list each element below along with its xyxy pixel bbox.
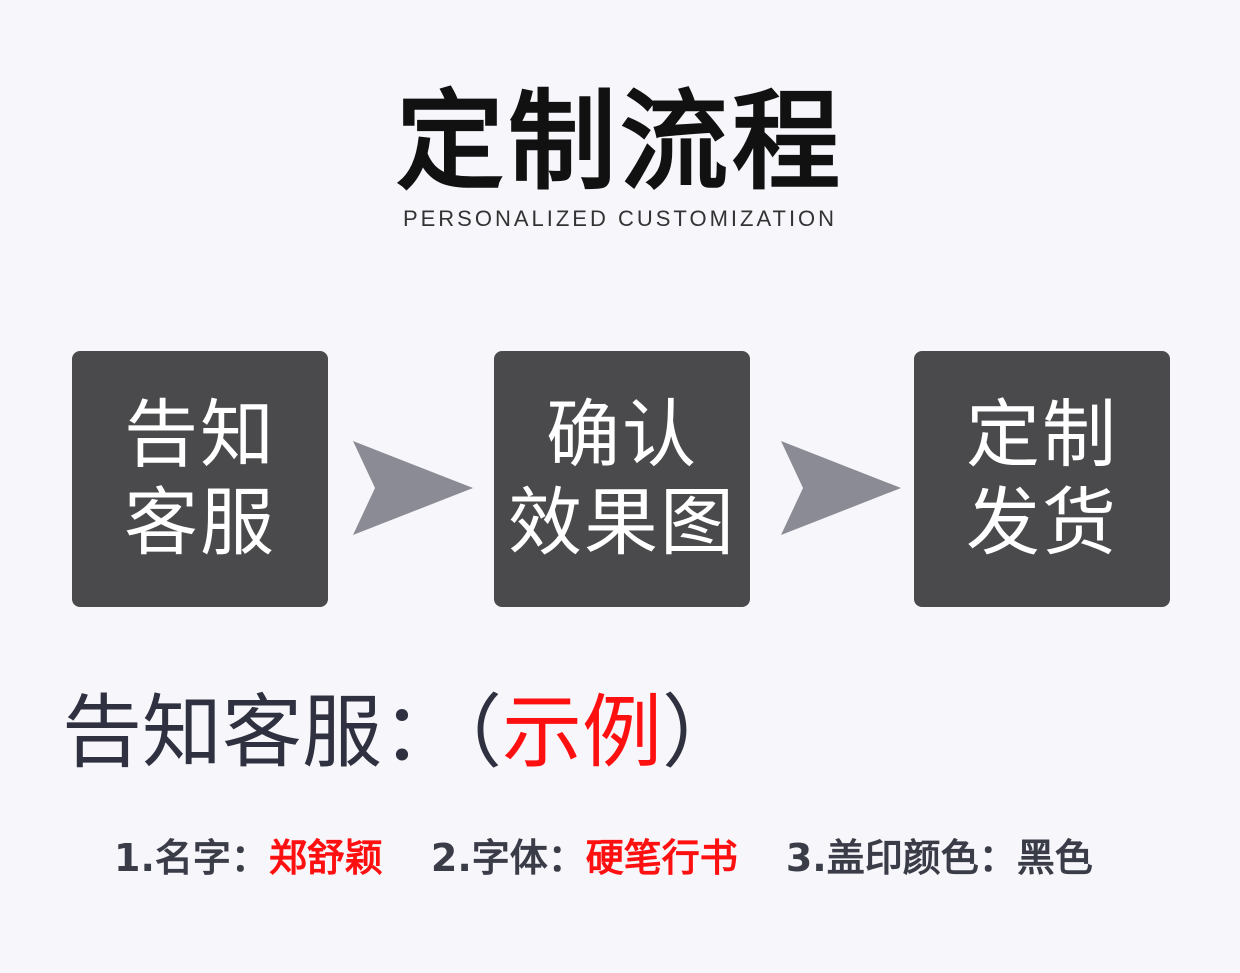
stamp-color-label: 3.盖印颜色： — [785, 836, 1017, 880]
example-label: 告知客服： — [62, 686, 462, 779]
step-label-line2: 发货 — [966, 480, 1118, 566]
step-confirm-preview: 确认 效果图 — [494, 351, 750, 607]
page-title: 定制流程 — [395, 80, 844, 205]
step-label-line2: 客服 — [124, 480, 276, 566]
name-label: 1.名字： — [114, 836, 269, 880]
order-details: 1.名字：郑舒颖 2.字体：硬笔行书 3.盖印颜色：黑色 — [114, 834, 1093, 883]
step-label-line1: 定制 — [966, 392, 1118, 478]
arrow-right-icon — [353, 441, 473, 535]
step-produce-ship: 定制 发货 — [914, 351, 1170, 607]
step-label-line1: 确认 — [546, 392, 698, 478]
page-subtitle: PERSONALIZED CUSTOMIZATION — [402, 206, 838, 231]
example-accent: 示例 — [502, 686, 662, 779]
stamp-color-value: 黑色 — [1016, 836, 1093, 880]
arrow-right-icon — [781, 441, 901, 535]
example-close-paren: ） — [662, 686, 742, 779]
font-label: 2.字体： — [430, 836, 586, 880]
step-label-line1: 告知 — [124, 392, 276, 478]
step-label-line2: 效果图 — [508, 480, 736, 566]
font-value: 硬笔行书 — [585, 836, 738, 880]
example-open-paren: （ — [462, 686, 502, 779]
example-heading: 告知客服：（示例） — [62, 685, 742, 781]
name-value: 郑舒颖 — [268, 836, 383, 880]
step-notify-service: 告知 客服 — [72, 351, 328, 607]
